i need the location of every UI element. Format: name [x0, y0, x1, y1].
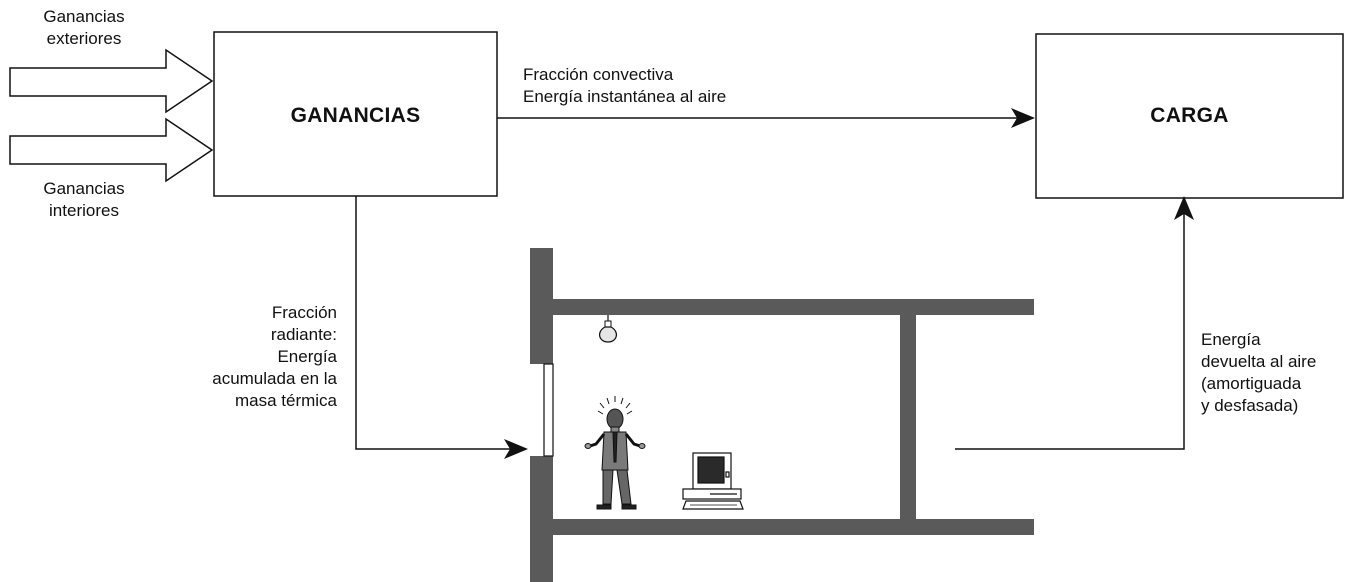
- ceiling-slab: [553, 299, 1034, 315]
- interior-partition: [900, 315, 916, 519]
- return-label: Energía devuelta al aire (amortiguada y …: [1201, 330, 1317, 415]
- carga-box: [1035, 33, 1344, 199]
- floor-slab: [553, 519, 1034, 535]
- building-section: [530, 248, 1034, 582]
- radiant-label: Fracción radiante: Energía acumulada en …: [212, 303, 337, 410]
- interior-gains-arrow: [9, 117, 214, 183]
- radiant-arrow: [355, 196, 528, 459]
- exterior-gains-arrow: [9, 48, 214, 114]
- left-wall-upper: [530, 248, 553, 364]
- person-icon: [584, 396, 646, 510]
- computer-icon: [682, 452, 744, 510]
- ganancias-title: GANANCIAS: [290, 104, 421, 127]
- ganancias-box: [213, 31, 498, 197]
- interior-gains-label: Ganancias interiores: [43, 179, 125, 220]
- convective-label: Fracción convectiva Energía instantánea …: [523, 65, 727, 106]
- carga-title: CARGA: [1150, 104, 1229, 127]
- ceiling-lamp-icon: [599, 315, 617, 343]
- return-arrow: [955, 196, 1194, 450]
- left-wall-lower: [530, 456, 553, 582]
- exterior-gains-label: Ganancias exteriores: [43, 7, 125, 48]
- window: [543, 363, 554, 457]
